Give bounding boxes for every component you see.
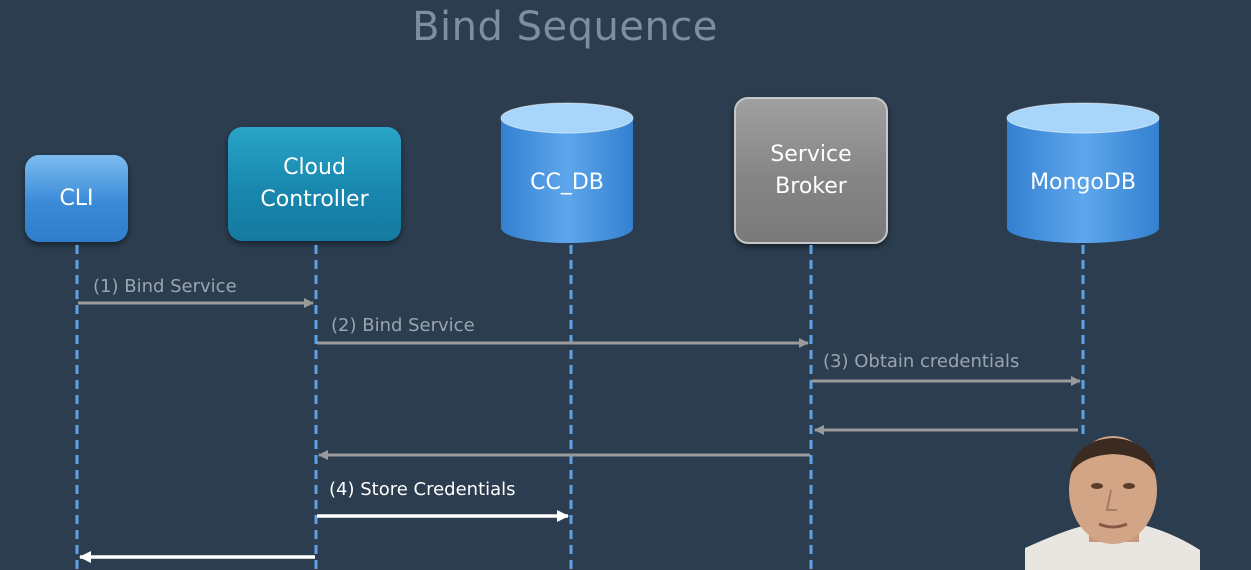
database-mongodb bbox=[1006, 102, 1160, 243]
participant-cli: CLI bbox=[25, 155, 128, 242]
presenter-video bbox=[1025, 430, 1200, 570]
participant-cloud-controller: Cloud Controller bbox=[228, 127, 401, 241]
participant-cli-label: CLI bbox=[59, 185, 94, 211]
message-label-3: (3) Obtain credentials bbox=[823, 351, 1019, 372]
diagram-title: Bind Sequence bbox=[412, 4, 718, 50]
message-label-4: (4) Store Credentials bbox=[329, 479, 516, 500]
participant-cloud-controller-label: Cloud Controller bbox=[260, 155, 369, 212]
participant-service-broker-label: Service Broker bbox=[770, 141, 852, 199]
database-cc-db bbox=[500, 102, 634, 243]
message-label-1: (1) Bind Service bbox=[93, 276, 237, 297]
message-label-2: (2) Bind Service bbox=[331, 315, 475, 336]
database-mongodb-label: MongoDB bbox=[1030, 170, 1136, 195]
participant-service-broker: Service Broker bbox=[734, 97, 888, 244]
database-cc-db-label: CC_DB bbox=[530, 170, 604, 195]
